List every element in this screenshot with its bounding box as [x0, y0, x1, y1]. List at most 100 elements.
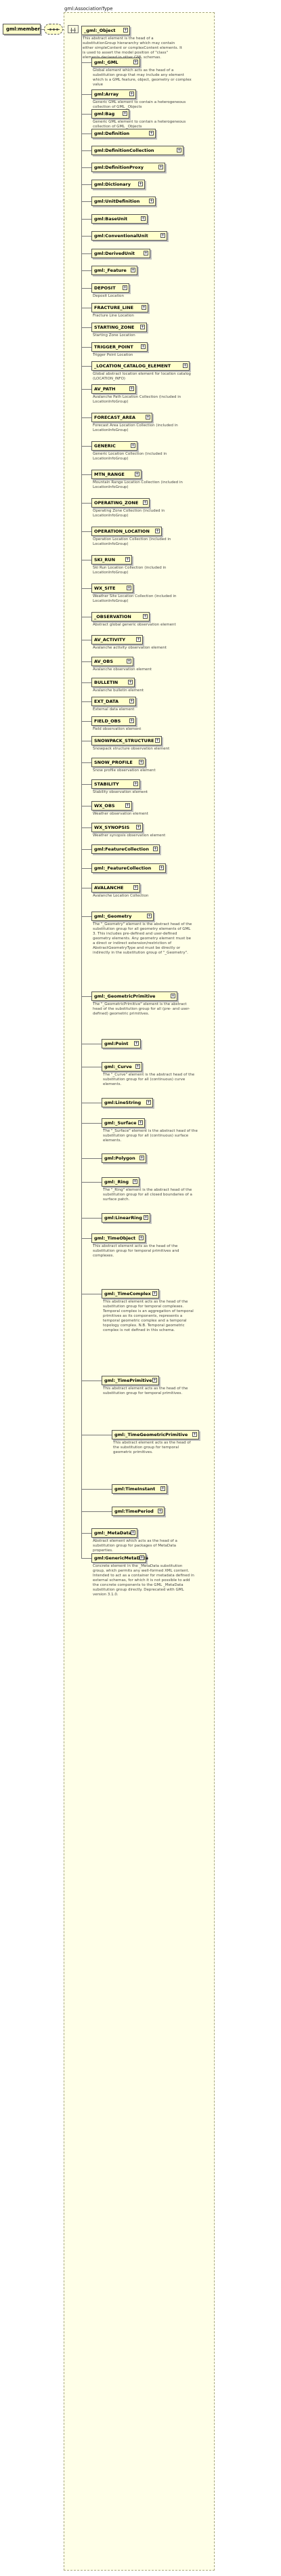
expand-icon[interactable]: + [139, 760, 144, 764]
expand-icon[interactable]: + [192, 1432, 197, 1437]
element-gml-polygon[interactable]: gml:Polygon+ [102, 1153, 146, 1163]
element-gml-timegeometricprimitive[interactable]: gml:_TimeGeometricPrimitive+ [112, 1430, 199, 1439]
expand-icon[interactable]: + [139, 1156, 144, 1160]
expand-icon[interactable]: + [133, 60, 138, 64]
expand-icon[interactable]: + [125, 557, 130, 562]
expand-icon[interactable]: + [160, 1486, 165, 1491]
expand-icon[interactable]: + [141, 344, 146, 349]
element-gml-linestring[interactable]: gml:LineString+ [102, 1098, 153, 1107]
element-gml-curve[interactable]: gml:_Curve+ [102, 1062, 142, 1071]
expand-icon[interactable]: + [131, 443, 135, 448]
element-wx-obs[interactable]: WX_OBS+ [91, 801, 132, 811]
element-gml-array[interactable]: gml:Array+ [91, 89, 136, 99]
element-mtn-range[interactable]: MTN_RANGE+ [91, 470, 142, 479]
element-gml-linearring[interactable]: gml:LinearRing+ [102, 1213, 150, 1223]
expand-icon[interactable]: + [125, 803, 130, 808]
expand-icon[interactable]: + [143, 614, 148, 619]
element-stability[interactable]: STABILITY+ [91, 779, 140, 789]
expand-icon[interactable]: + [123, 28, 128, 33]
element-av-activity[interactable]: AV_ACTIVITY+ [91, 635, 143, 645]
expand-icon[interactable]: + [133, 1179, 137, 1184]
element-observation[interactable]: _OBSERVATION+ [91, 612, 150, 621]
expand-icon[interactable]: + [152, 1378, 157, 1383]
element-gml-bag[interactable]: gml:Bag+ [91, 109, 129, 119]
expand-icon[interactable]: + [136, 637, 141, 642]
element-gml-genericmetadata[interactable]: gml:GenericMetaData+ [91, 1553, 148, 1563]
element-location-catalog-element[interactable]: _LOCATION_CATALOG_ELEMENT+ [91, 361, 190, 371]
element-gml-geometry[interactable]: gml:_Geometry+ [91, 912, 154, 921]
element-gml-surface[interactable]: gml:_Surface+ [102, 1118, 145, 1128]
element-gml-unitdefinition[interactable]: gml:UnitDefinition+ [91, 197, 156, 206]
element-gml-definitioncollection[interactable]: gml:DefinitionCollection+ [91, 146, 183, 155]
expand-icon[interactable]: + [128, 680, 133, 684]
expand-icon[interactable]: + [152, 1291, 157, 1296]
element-gml-point[interactable]: gml:Point+ [102, 1039, 141, 1048]
expand-icon[interactable]: + [146, 415, 150, 420]
element-forecast-area[interactable]: FORECAST_AREA+ [91, 413, 152, 422]
element-field-obs[interactable]: FIELD_OBS+ [91, 716, 136, 726]
element-trigger-point[interactable]: TRIGGER_POINT+ [91, 342, 148, 352]
element-gml-timeinstant[interactable]: gml:TimeInstant+ [112, 1484, 167, 1494]
expand-icon[interactable]: + [141, 216, 146, 221]
element-ski-run[interactable]: SKI_RUN+ [91, 555, 132, 565]
element-gml-definition[interactable]: gml:Definition+ [91, 129, 156, 138]
element-wx-synopsis[interactable]: WX_SYNOPSIS+ [91, 823, 143, 832]
expand-icon[interactable]: + [149, 131, 154, 136]
element-gml-conventionalunit[interactable]: gml:ConventionalUnit+ [91, 231, 167, 241]
expand-icon[interactable]: + [149, 199, 154, 203]
element-bulletin[interactable]: BULLETIN+ [91, 678, 135, 687]
element-gml-timeperiod[interactable]: gml:TimePeriod+ [112, 1507, 165, 1516]
element-gml-derivedunit[interactable]: gml:DerivedUnit+ [91, 249, 150, 258]
expand-icon[interactable]: + [131, 268, 135, 272]
expand-icon[interactable]: + [133, 885, 138, 890]
expand-icon[interactable]: + [153, 846, 158, 851]
expand-icon[interactable]: + [133, 781, 138, 786]
expand-icon[interactable]: + [138, 1120, 143, 1125]
element-gml-geometricprimitive[interactable]: gml:_GeometricPrimitive+ [91, 991, 177, 1001]
element-gml-gml[interactable]: gml:_GML+ [91, 58, 140, 67]
element-avalanche[interactable]: AVALANCHE+ [91, 883, 140, 893]
expand-icon[interactable]: + [158, 165, 163, 169]
expand-icon[interactable]: + [159, 865, 164, 870]
expand-icon[interactable]: + [143, 500, 148, 505]
element-gml-feature[interactable]: gml:_Feature+ [91, 266, 137, 275]
expand-icon[interactable]: + [142, 305, 146, 310]
expand-icon[interactable]: + [123, 285, 127, 290]
element-snowpack-structure[interactable]: SNOWPACK_STRUCTURE+ [91, 736, 162, 745]
expand-icon[interactable]: + [160, 233, 165, 238]
root-element[interactable]: gml:member [3, 24, 41, 35]
expand-icon[interactable]: + [138, 182, 143, 186]
expand-icon[interactable]: + [177, 148, 181, 152]
expand-icon[interactable]: + [139, 1235, 144, 1240]
element-gml-definitionproxy[interactable]: gml:DefinitionProxy+ [91, 163, 165, 172]
element-av-path[interactable]: AV_PATH+ [91, 384, 136, 394]
element-gml-dictionary[interactable]: gml:Dictionary+ [91, 180, 145, 189]
expand-icon[interactable]: + [123, 111, 127, 116]
expand-icon[interactable]: + [144, 251, 148, 255]
element-gml-baseunit[interactable]: gml:BaseUnit+ [91, 214, 148, 224]
element-gml-featurecollection[interactable]: gml:FeatureCollection+ [91, 844, 160, 854]
element-gml-timeobject[interactable]: gml:_TimeObject+ [91, 1233, 146, 1243]
element-gml-metadata[interactable]: gml:_MetaData+ [91, 1528, 137, 1538]
expand-icon[interactable]: + [129, 718, 134, 723]
element-operating-zone[interactable]: OPERATING_ZONE+ [91, 498, 150, 508]
expand-icon[interactable]: + [129, 699, 134, 703]
expand-icon[interactable]: + [171, 994, 175, 998]
element-gml-ring[interactable]: gml:_Ring+ [102, 1177, 139, 1187]
expand-icon[interactable]: + [155, 738, 160, 743]
element-deposit[interactable]: DEPOSIT+ [91, 283, 129, 293]
expand-icon[interactable]: + [127, 586, 131, 590]
expand-icon[interactable]: + [134, 1041, 139, 1046]
expand-icon[interactable]: + [135, 472, 139, 476]
expand-icon[interactable]: + [146, 1100, 151, 1105]
expand-icon[interactable]: + [129, 91, 134, 96]
element-fracture-line[interactable]: FRACTURE_LINE+ [91, 303, 148, 312]
element-snow-profile[interactable]: SNOW_PROFILE+ [91, 758, 146, 767]
element-starting-zone[interactable]: STARTING_ZONE+ [91, 323, 147, 332]
element-gml-featurecollection[interactable]: gml:_FeatureCollection+ [91, 863, 166, 873]
expand-icon[interactable]: + [140, 325, 145, 329]
expand-icon[interactable]: + [144, 1215, 148, 1220]
expand-icon[interactable]: + [129, 386, 134, 391]
element-wx-site[interactable]: WX_SITE+ [91, 584, 133, 593]
element-gml-timeprimitive[interactable]: gml:_TimePrimitive+ [102, 1376, 159, 1385]
